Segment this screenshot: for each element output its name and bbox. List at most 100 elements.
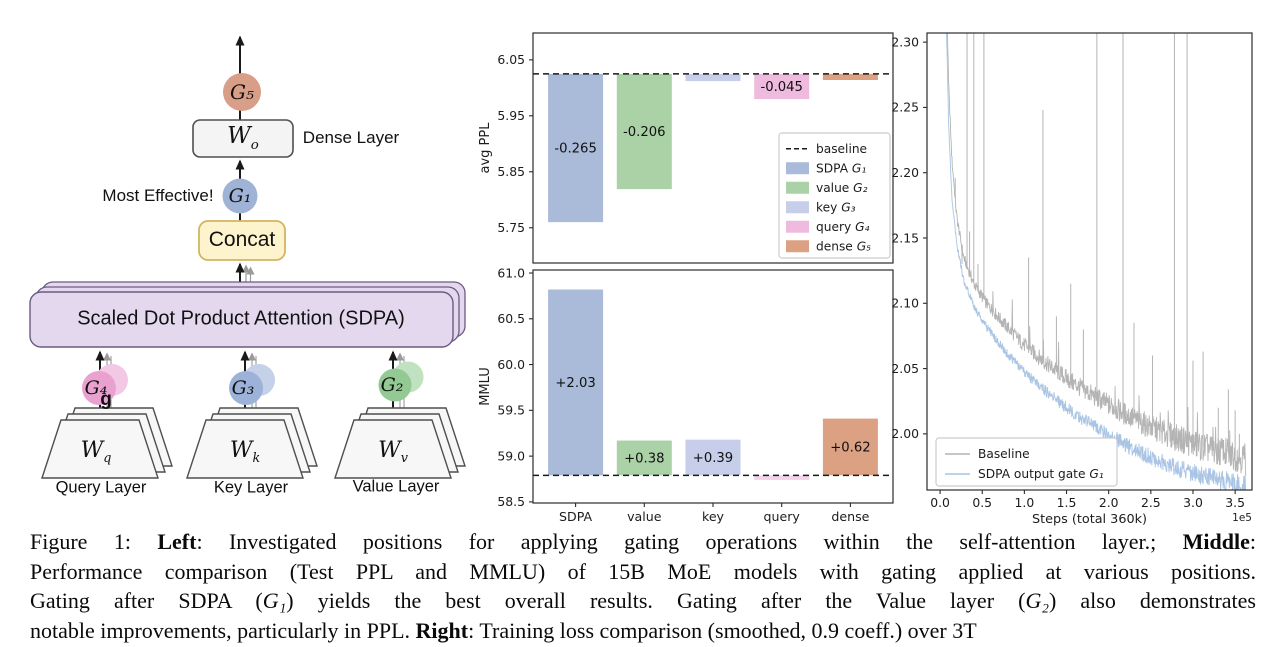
training_loss-xtick: 0.5: [972, 495, 992, 510]
training_loss-xtick: 2.5: [1141, 495, 1161, 510]
mmlu-xtick: query: [764, 509, 801, 524]
caption-segment: Middle: [1182, 529, 1250, 554]
wv-trapezoid: [334, 419, 452, 479]
mmlu-axes: [532, 269, 894, 504]
mmlu-xtick: SDPA: [559, 509, 592, 524]
query-layer-label: Query Layer: [55, 478, 147, 497]
value-layer-label: Value Layer: [352, 477, 440, 496]
wo-label: Wo: [227, 123, 259, 153]
training_loss-xtick: 3.5: [1225, 495, 1245, 510]
attention-gating-diagram: [29, 35, 466, 479]
key-layer-label: Key Layer: [213, 478, 289, 497]
avg_ppl-legend-label: SDPA G₁: [816, 161, 866, 175]
most-effective-label: Most Effective!: [102, 186, 214, 205]
caption-line: Gating after SDPA (G₁) yields the best o…: [30, 586, 1256, 616]
training_loss-ytick: 2.00: [891, 426, 919, 441]
wq-trapezoid: [41, 419, 159, 479]
avg_ppl-ytick: 5.75: [497, 220, 525, 235]
training_loss-xtick: 1.0: [1015, 495, 1035, 510]
mmlu-ylabel: MMLU: [478, 367, 493, 406]
avg_ppl-value-label: -0.265: [554, 142, 597, 157]
training_loss-xlabel: Steps (total 360k): [1032, 512, 1147, 527]
avg_ppl-legend-label: baseline: [816, 142, 867, 156]
mmlu-ytick: 60.0: [497, 357, 525, 372]
mmlu-value-label: +2.03: [555, 376, 595, 391]
caption-segment: Figure 1:: [30, 529, 158, 554]
caption-segment: Left: [157, 529, 197, 554]
caption-segment: :: [1249, 529, 1256, 554]
figure-caption: Figure 1: Left: Investigated positions f…: [30, 527, 1256, 645]
stray-g-glyph: g: [100, 389, 112, 410]
mmlu-ytick: 61.0: [497, 265, 525, 280]
avg_ppl-bar-value: [616, 73, 672, 190]
avg_ppl-axes: [532, 32, 894, 264]
avg_ppl-legend-label: key G₃: [816, 200, 856, 214]
loss-series-baseline: [946, 33, 1247, 476]
caption-segment: Performance comparison (Test PPL and MML…: [30, 558, 1256, 584]
training_loss-ytick: 2.10: [891, 296, 919, 311]
avg_ppl-ylabel: avg PPL: [478, 122, 493, 174]
mmlu-ytick: 59.5: [497, 403, 525, 418]
mmlu-bar-dense: [822, 418, 878, 476]
sdpa-label: Scaled Dot Product Attention (SDPA): [77, 307, 405, 330]
mmlu-xtick: key: [702, 509, 725, 524]
concat-label: Concat: [208, 228, 276, 251]
training_loss-xtick: 3.0: [1183, 495, 1203, 510]
mmlu-ytick: 58.5: [497, 494, 525, 509]
concat-box: [198, 220, 286, 261]
mmlu-xtick: dense: [831, 509, 869, 524]
avg_ppl-bar-SDPA: [548, 73, 604, 223]
training_loss-legend-label: Baseline: [978, 447, 1030, 461]
mmlu-value-label: +0.39: [693, 451, 733, 466]
mmlu-bar-query: [754, 475, 810, 480]
training_loss-ytick: 2.25: [891, 100, 919, 115]
caption-line: notable improvements, particularly in PP…: [30, 616, 1256, 646]
caption-segment: ) yields the best overall results. Gatin…: [286, 588, 1026, 613]
avg_ppl-ytick: 6.05: [497, 52, 525, 67]
training_loss-xtick: 0.0: [930, 495, 950, 510]
avg_ppl-ytick: 5.85: [497, 164, 525, 179]
caption-segment: Gating after SDPA (: [30, 588, 263, 613]
wv-label: Wv: [378, 437, 408, 467]
caption-segment: ) also demonstrates: [1048, 588, 1256, 613]
wk-trapezoid: [186, 419, 304, 479]
gate-g5-node: [223, 73, 261, 111]
gate-g1-label: G₁: [228, 185, 252, 207]
training_loss-legend-label: SDPA output gate G₁: [978, 467, 1104, 481]
training_loss-xtick: 2.0: [1099, 495, 1119, 510]
projection-trapezoids: [41, 407, 466, 479]
mmlu-bar-SDPA: [548, 289, 604, 476]
avg_ppl-bar-key: [685, 73, 741, 82]
mmlu-ytick: 59.0: [497, 448, 525, 463]
gate-g3-node: [229, 371, 263, 405]
mmlu-bar-value: [616, 440, 672, 476]
avg_ppl-ytick: 5.95: [497, 108, 525, 123]
training_loss-ytick: 2.20: [891, 165, 919, 180]
avg_ppl-value-label: -0.206: [623, 125, 666, 140]
caption-segment: notable improvements, particularly in PP…: [30, 617, 416, 643]
caption-line: Figure 1: Left: Investigated positions f…: [30, 527, 1256, 557]
training_loss-axes: [926, 32, 1253, 491]
avg_ppl-bar-dense: [822, 73, 878, 81]
gate-g5-label: G₅: [230, 80, 254, 104]
gate-g4-node: [82, 371, 116, 405]
caption-segment: : Training loss comparison (smoothed, 0.…: [468, 617, 977, 643]
gate-g2-node: [378, 368, 412, 402]
sdpa-box: [29, 291, 454, 348]
wk-label: Wk: [229, 437, 261, 467]
caption-segment: G₁: [262, 588, 287, 613]
training_loss-xtick: 1.5: [1057, 495, 1077, 510]
training_loss-ytick: 2.05: [891, 361, 919, 376]
mmlu-bar-key: [685, 439, 741, 476]
mmlu-xtick: value: [627, 509, 662, 524]
caption-segment: Right: [415, 617, 469, 643]
avg_ppl-bar-query: [754, 73, 810, 100]
mmlu-ytick: 60.5: [497, 311, 525, 326]
loss-series-gated: [946, 33, 1246, 490]
wq-label: Wq: [80, 437, 112, 467]
mmlu-value-label: +0.38: [624, 452, 664, 467]
training_loss-ytick: 2.15: [891, 230, 919, 245]
gate-g1-node: [222, 178, 258, 214]
